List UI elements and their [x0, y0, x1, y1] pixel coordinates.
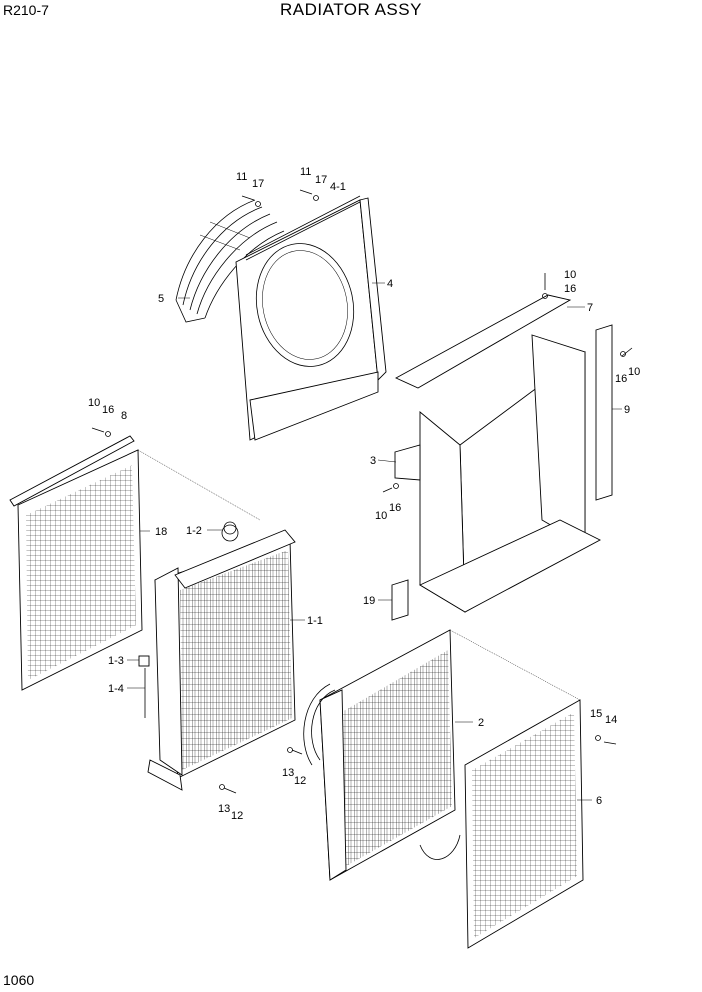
callout-16: 16 — [102, 404, 114, 416]
callout-4: 4 — [387, 278, 393, 290]
top-cover — [394, 294, 572, 389]
callout-1-3: 1-3 — [108, 655, 124, 667]
callout-1-4: 1-4 — [108, 683, 124, 695]
callout-5: 5 — [158, 293, 164, 305]
callout-14: 14 — [605, 714, 617, 726]
callout-10: 10 — [628, 366, 640, 378]
callout-13: 13 — [218, 803, 230, 815]
callout-10: 10 — [88, 397, 100, 409]
callout-7: 7 — [587, 302, 593, 314]
seal-block — [391, 579, 409, 621]
callout-4-1: 4-1 — [330, 181, 346, 193]
callout-19: 19 — [363, 595, 375, 607]
callout-13: 13 — [282, 767, 294, 779]
support-frame — [394, 334, 601, 613]
leader-lines — [127, 282, 622, 801]
page-number: 1060 — [3, 972, 35, 988]
callout-16: 16 — [615, 373, 627, 385]
callout-18: 18 — [155, 526, 167, 538]
page-title: RADIATOR ASSY — [280, 0, 422, 19]
model-code: R210-7 — [3, 2, 49, 18]
callout-6: 6 — [596, 795, 602, 807]
callout-17: 17 — [315, 174, 327, 186]
callout-17: 17 — [252, 178, 264, 190]
hose-clamp — [138, 655, 150, 667]
callout-1-1: 1-1 — [307, 615, 323, 627]
callout-8: 8 — [121, 410, 127, 422]
callout-15: 15 — [590, 708, 602, 720]
callout-16: 16 — [389, 502, 401, 514]
fan-guard — [175, 199, 285, 323]
bolts-and-washers — [91, 189, 633, 794]
callout-3: 3 — [370, 455, 376, 467]
callout-10: 10 — [375, 510, 387, 522]
right-screen — [464, 699, 584, 949]
radiator — [147, 521, 296, 791]
callout-16: 16 — [564, 283, 576, 295]
callout-1-2: 1-2 — [186, 525, 202, 537]
callout-12: 12 — [231, 810, 243, 822]
callout-11: 11 — [300, 166, 311, 178]
callout-labels: 11 17 11 17 4-1 5 4 10 16 7 16 10 9 10 1… — [88, 166, 640, 822]
callout-2: 2 — [478, 717, 484, 729]
callout-9: 9 — [624, 404, 630, 416]
callout-10: 10 — [564, 269, 576, 281]
callout-11: 11 — [236, 171, 247, 183]
left-screen — [9, 435, 143, 691]
callout-12: 12 — [294, 775, 306, 787]
fan-shroud — [235, 195, 387, 441]
seal-strip — [595, 324, 613, 501]
oil-cooler — [303, 629, 461, 881]
